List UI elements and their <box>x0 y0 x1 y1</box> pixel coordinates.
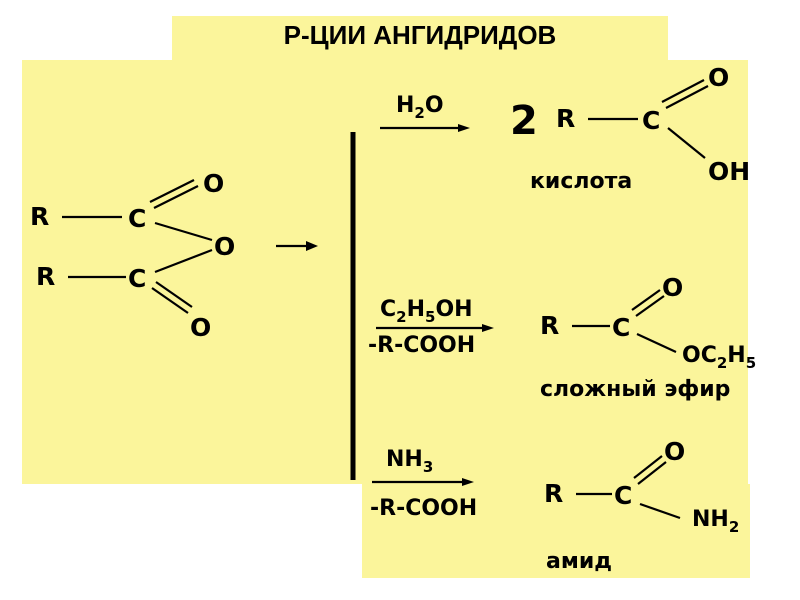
arrow-1-head <box>458 124 470 132</box>
bond-c-o-bridge-top <box>154 221 213 242</box>
reaction-hydrolysis: H2O 2 R C O OH кислота <box>380 63 750 194</box>
acid-oh: OH <box>708 157 750 186</box>
ester-bond-c-o-1 <box>635 295 665 317</box>
acid-bond-c-o-2 <box>661 79 705 103</box>
bond-c-o-bottom-1 <box>151 287 189 314</box>
product-name-ester: сложный эфир <box>540 377 730 402</box>
reagent-ammonia: NH3 <box>386 447 433 476</box>
ester-c: C <box>612 313 630 342</box>
coefficient-2: 2 <box>510 98 538 144</box>
title-panel <box>172 16 668 60</box>
ester-oc2h5: OC2H5 <box>682 343 756 372</box>
anhydride-o-bridge: O <box>214 232 235 261</box>
acid-bond-c-o-1 <box>665 85 709 109</box>
reagent-water: H2O <box>396 93 444 122</box>
anhydride-c-top: C <box>128 204 146 233</box>
acid-o: O <box>708 63 729 92</box>
acid-r: R <box>556 104 575 133</box>
reaction-alcoholysis: C2H5OH -R-COOH R C O OC2H5 сложный эфир <box>368 273 756 402</box>
bond-c-o-top-1 <box>153 185 199 209</box>
amide-nh2: NH2 <box>692 507 739 536</box>
bond-c-o-top-2 <box>149 179 195 203</box>
arrow-2-head <box>482 324 494 332</box>
byproduct-3: -R-COOH <box>370 496 477 521</box>
amide-o: O <box>664 437 685 466</box>
byproduct-2: -R-COOH <box>368 333 475 358</box>
amide-r: R <box>544 479 563 508</box>
anhydride-o-bottom: O <box>190 313 211 342</box>
anhydride-r-bottom: R <box>36 262 55 291</box>
amide-bond-c-o-2 <box>633 455 663 479</box>
ester-r: R <box>540 311 559 340</box>
amide-bond-c-o-1 <box>637 461 667 485</box>
amide-c: C <box>614 481 632 510</box>
bottom-panel <box>362 484 750 578</box>
anhydride-o-top: O <box>203 169 224 198</box>
anhydride-r-top: R <box>30 202 49 231</box>
ester-bond-c-oc <box>636 333 677 353</box>
bond-c-o-bottom-2 <box>155 281 193 308</box>
ester-bond-c-o-2 <box>631 289 661 311</box>
anhydride-structure: R C O O R C O <box>30 169 235 342</box>
ester-o: O <box>662 273 683 302</box>
product-name-acid: кислота <box>530 169 632 194</box>
acid-bond-c-oh <box>667 127 706 159</box>
reaction-ammonolysis: NH3 -R-COOH R C O NH2 амид <box>370 437 739 574</box>
acid-c: C <box>642 106 660 135</box>
main-panel <box>22 60 748 484</box>
product-name-amide: амид <box>546 549 612 574</box>
anhydride-c-bottom: C <box>128 264 146 293</box>
main-arrow-head <box>306 241 318 251</box>
reagent-ethanol: C2H5OH <box>380 297 473 326</box>
slide-title: Р-ЦИИ АНГИДРИДОВ <box>283 20 557 50</box>
amide-bond-c-n <box>639 502 681 520</box>
arrow-3-head <box>462 478 474 486</box>
bond-c-o-bridge-bottom <box>154 248 213 274</box>
